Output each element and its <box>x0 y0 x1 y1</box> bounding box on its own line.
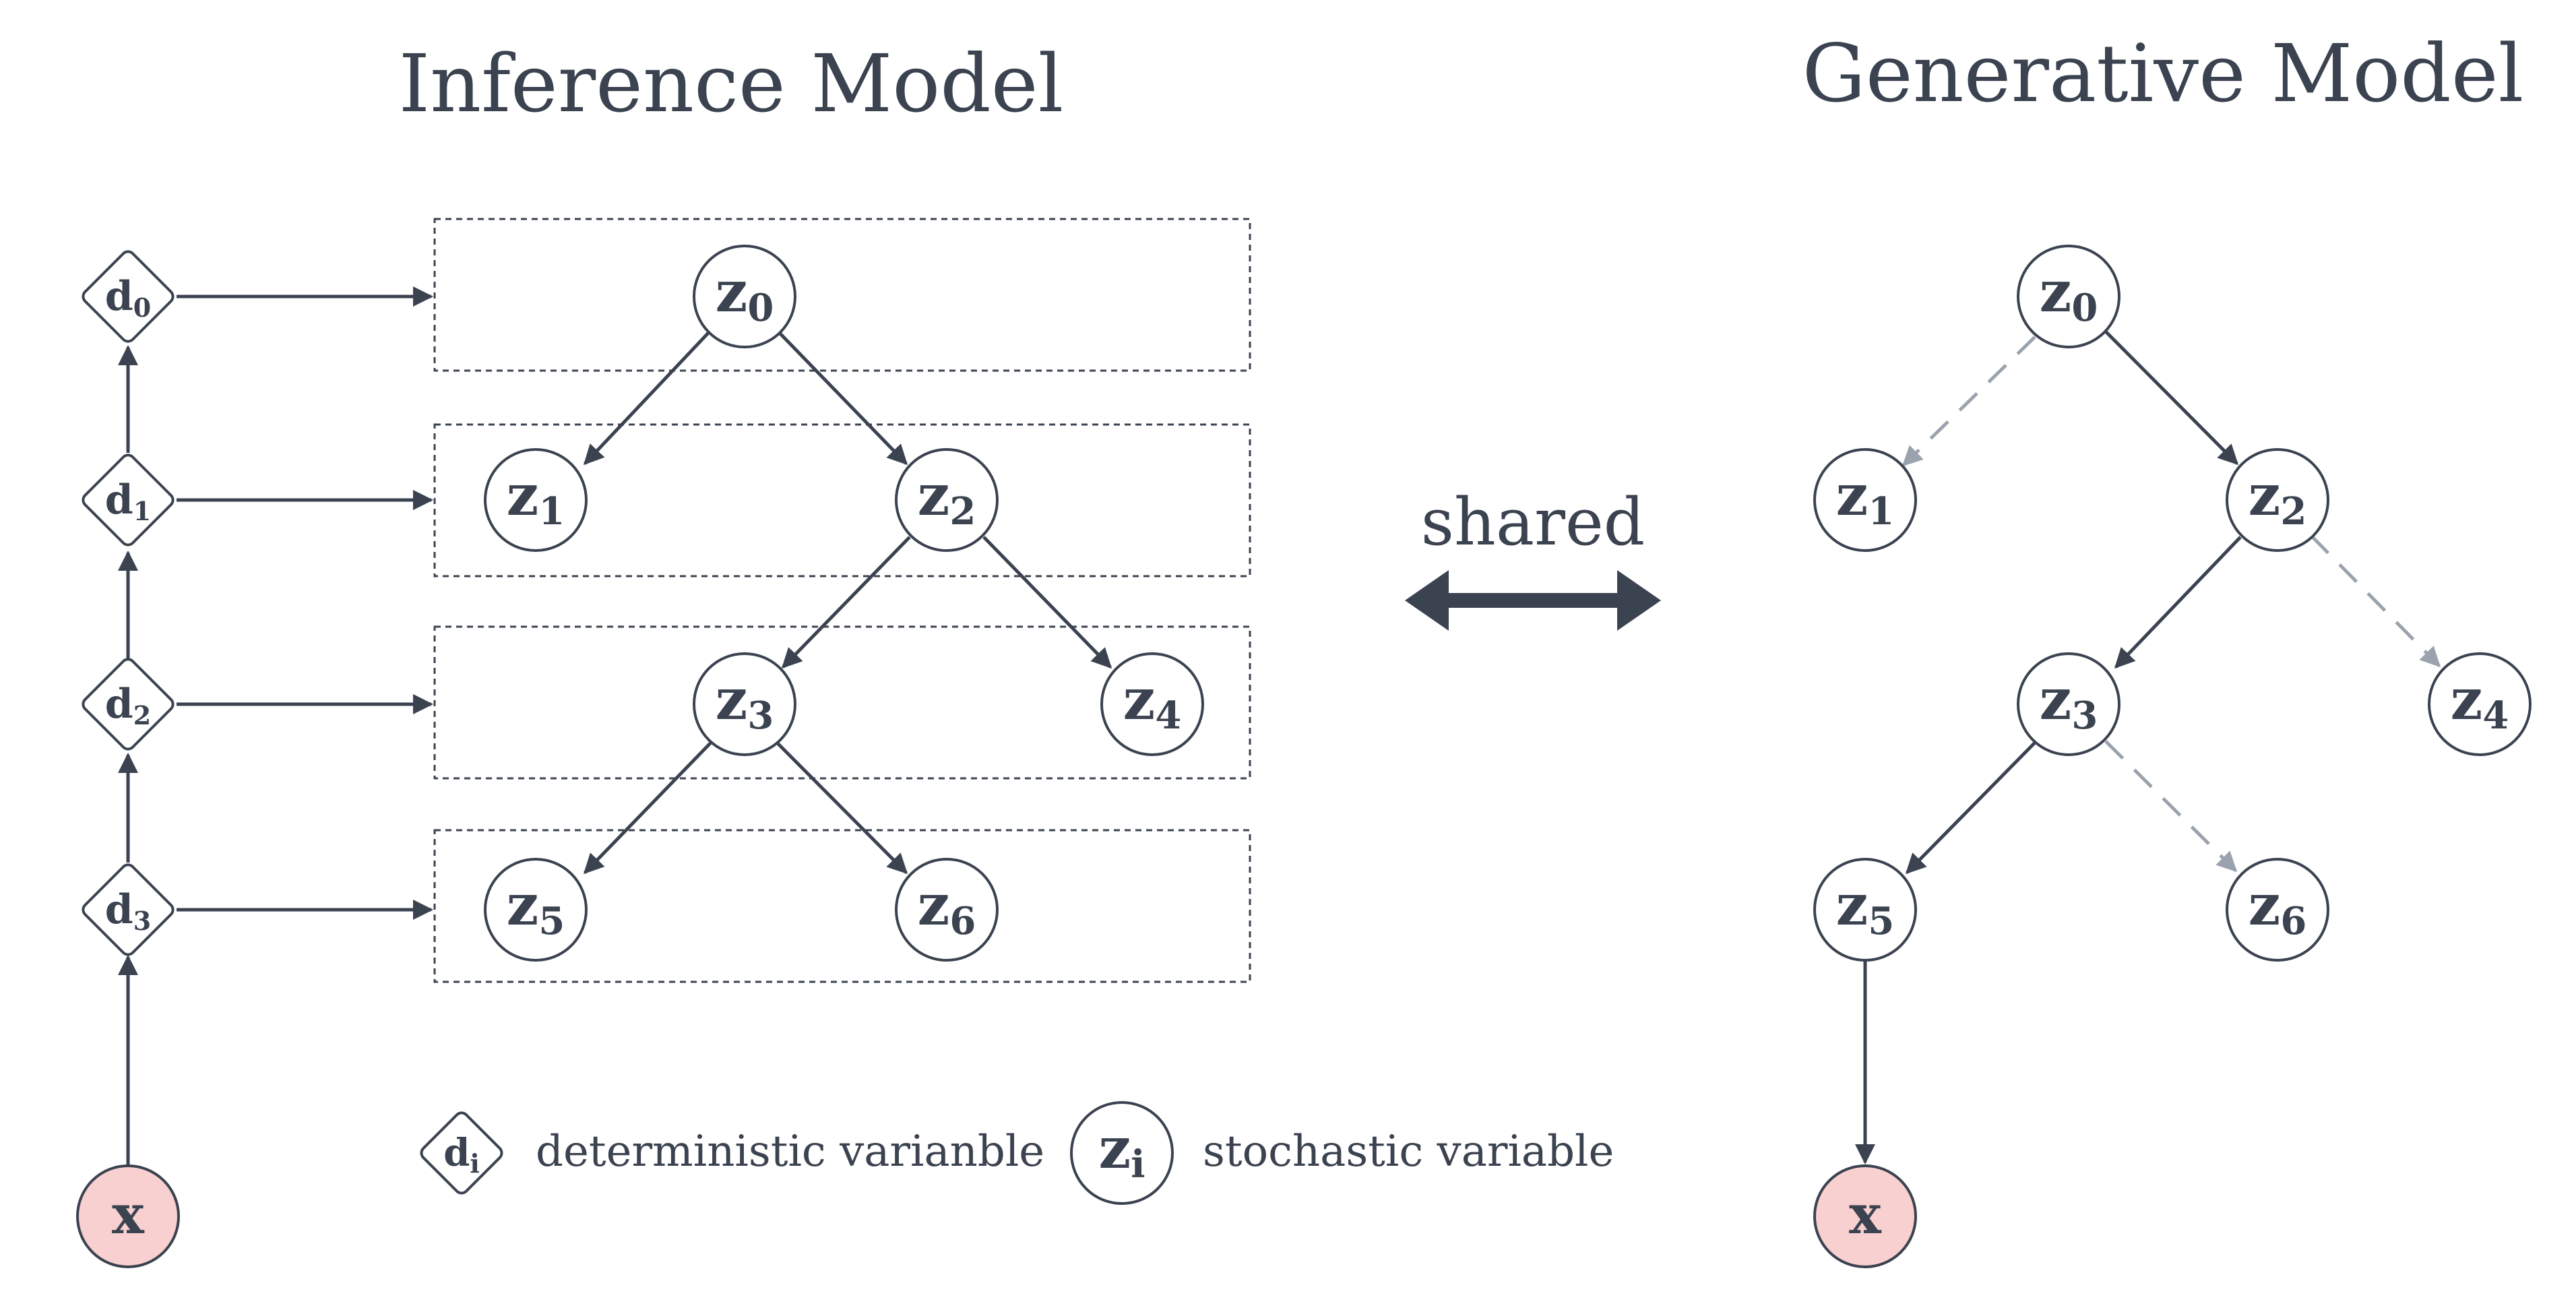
shared-double-arrow <box>1405 570 1661 631</box>
svg-text:x: x <box>112 1183 145 1246</box>
gen-edge-z0-z2 <box>2104 330 2239 466</box>
svg-text:zi: zi <box>1099 1115 1145 1187</box>
legend-stochastic-label: stochastic variable <box>1203 1127 1614 1177</box>
svg-text:z2: z2 <box>2249 462 2307 534</box>
edge-z3-z6 <box>776 741 908 875</box>
svg-text:z2: z2 <box>918 462 976 534</box>
edge-z3-z5 <box>583 741 712 875</box>
node-d0: d0 <box>82 250 175 343</box>
node-z2: z2 <box>895 448 999 552</box>
svg-text:z6: z6 <box>918 871 976 943</box>
generative-node-x: x <box>1813 1164 1917 1268</box>
inference-row-boxes <box>433 218 1251 983</box>
svg-text:d3: d3 <box>105 886 151 936</box>
svg-text:z3: z3 <box>2040 666 2098 738</box>
svg-text:z1: z1 <box>1836 462 1895 534</box>
gen-node-z3: z3 <box>2017 652 2121 756</box>
row-box-1 <box>433 423 1251 578</box>
legend: di deterministic varianble zi stochastic… <box>420 1101 1614 1205</box>
inference-node-x: x <box>76 1164 180 1268</box>
node-z1: z1 <box>484 448 588 552</box>
legend-diamond-icon: di <box>420 1111 503 1195</box>
svg-text:z1: z1 <box>507 462 565 534</box>
inference-edges <box>118 286 1112 1166</box>
legend-circle-icon: zi <box>1070 1101 1174 1205</box>
legend-deterministic: di deterministic varianble <box>420 1111 1044 1195</box>
gen-edge-z3-z6 <box>2104 740 2238 873</box>
row-box-3 <box>433 829 1251 983</box>
svg-text:z3: z3 <box>716 666 774 738</box>
svg-text:d2: d2 <box>105 681 151 730</box>
svg-text:z4: z4 <box>2451 666 2509 738</box>
gen-node-z4: z4 <box>2428 652 2532 756</box>
edge-z0-z1 <box>583 329 712 466</box>
inference-deterministic-nodes: d0 d1 d2 d3 <box>82 250 175 956</box>
inference-stochastic-nodes: z0 z1 z2 z3 z4 z5 z6 <box>484 245 1204 962</box>
node-z3: z3 <box>693 652 796 756</box>
shared-label: shared <box>1421 485 1645 560</box>
node-z4: z4 <box>1100 652 1204 756</box>
svg-text:z0: z0 <box>2040 258 2098 330</box>
gen-edge-z0-z1 <box>1902 336 2036 467</box>
node-z0: z0 <box>693 245 796 348</box>
svg-text:z6: z6 <box>2249 871 2307 943</box>
gen-node-z1: z1 <box>1813 448 1917 552</box>
svg-text:z0: z0 <box>716 258 774 330</box>
legend-stochastic: zi stochastic variable <box>1070 1101 1614 1205</box>
generative-stochastic-nodes: z0 z1 z2 z3 z4 z5 z6 <box>1813 245 2532 962</box>
edge-z2-z4 <box>982 536 1112 669</box>
gen-edge-z2-z3 <box>2114 536 2242 669</box>
svg-text:z4: z4 <box>1123 666 1182 738</box>
svg-text:d0: d0 <box>105 273 151 323</box>
gen-node-z2: z2 <box>2226 448 2329 552</box>
gen-node-z6: z6 <box>2226 858 2329 962</box>
gen-node-z5: z5 <box>1813 858 1917 962</box>
gen-edge-z2-z4 <box>2310 534 2441 668</box>
legend-deterministic-label: deterministic varianble <box>536 1127 1044 1177</box>
node-d3: d3 <box>82 863 175 956</box>
gen-node-z0: z0 <box>2017 245 2121 348</box>
node-d1: d1 <box>82 454 175 547</box>
inference-model-title: Inference Model <box>399 37 1064 130</box>
row-box-0 <box>433 218 1251 372</box>
svg-text:z5: z5 <box>507 871 565 943</box>
generative-edges <box>1855 330 2441 1164</box>
node-d2: d2 <box>82 658 175 751</box>
svg-text:z5: z5 <box>1836 871 1895 943</box>
node-z6: z6 <box>895 858 999 962</box>
node-z5: z5 <box>484 858 588 962</box>
edge-z2-z3 <box>781 536 911 669</box>
row-box-2 <box>433 625 1251 780</box>
gen-edge-z3-z5 <box>1905 741 2036 875</box>
svg-text:d1: d1 <box>105 476 151 526</box>
svg-text:x: x <box>1849 1183 1882 1246</box>
edge-z2-from-z0 <box>776 329 908 466</box>
svg-text:di: di <box>443 1131 480 1179</box>
generative-model-title: Generative Model <box>1802 27 2524 120</box>
